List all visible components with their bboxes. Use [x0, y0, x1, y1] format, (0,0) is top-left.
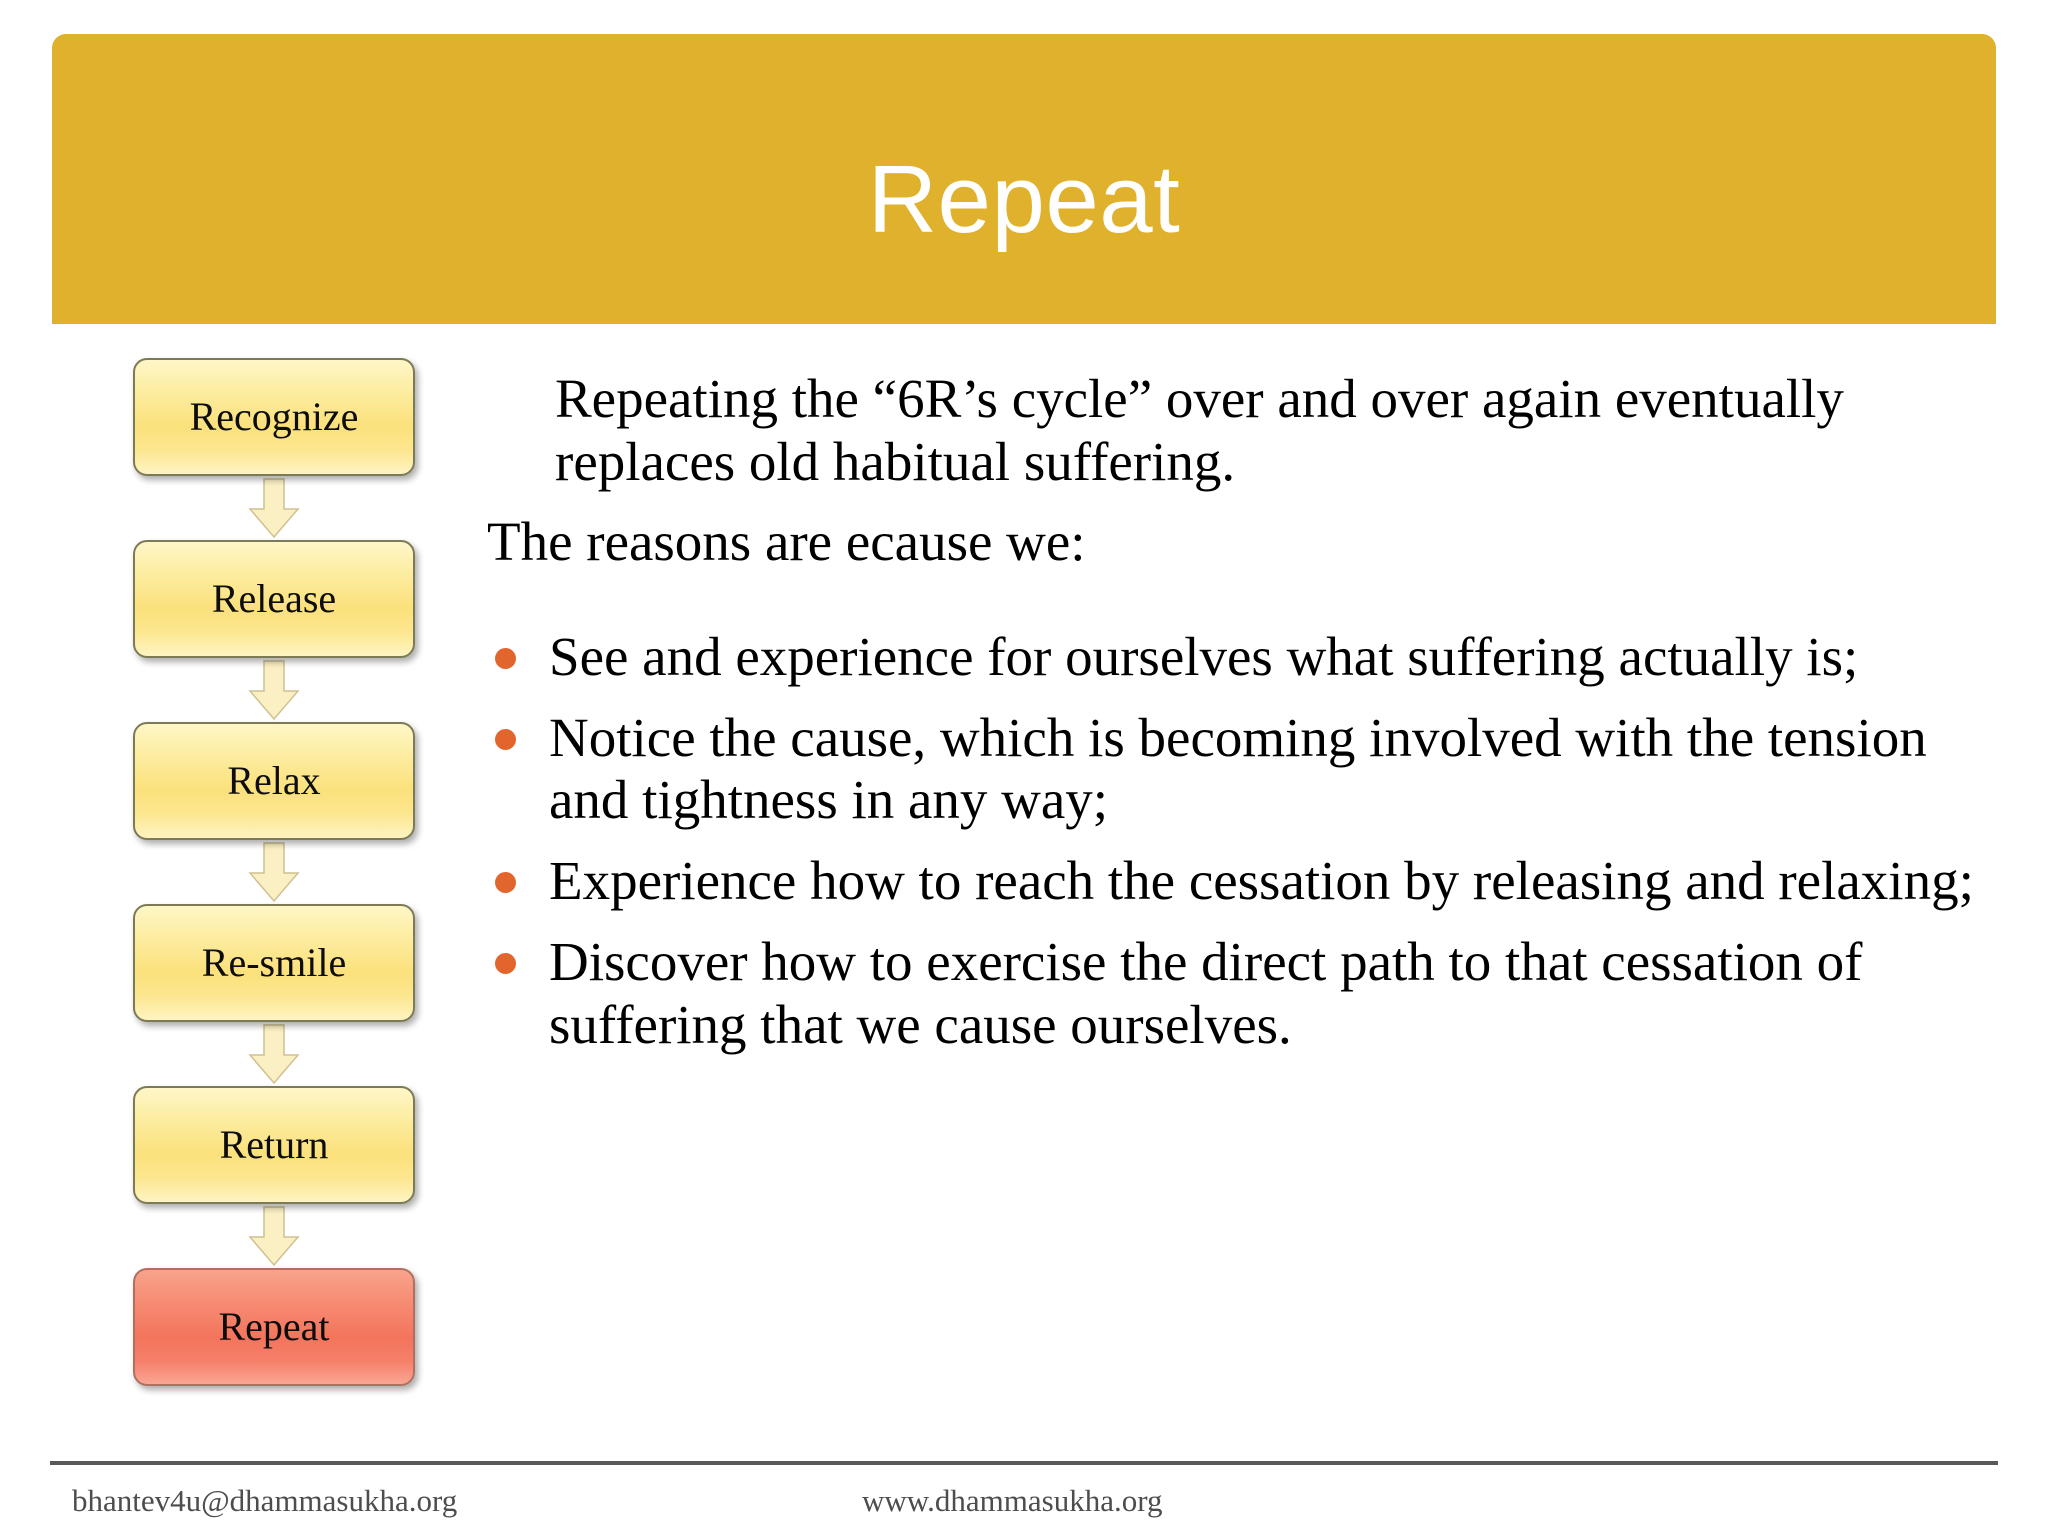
footer-website[interactable]: www.dhammasukha.org [862, 1483, 1163, 1518]
slide-title-banner: Repeat [52, 34, 1996, 324]
reasons-bullet-list: See and experience for ourselves what su… [487, 626, 1987, 1056]
footer-email[interactable]: bhantev4u@dhammasukha.org [72, 1483, 458, 1518]
flow-connector [133, 476, 415, 540]
flow-connector [133, 840, 415, 904]
slide-body: Repeating the “6R’s cycle” over and over… [487, 368, 1987, 1074]
body-paragraph-1: Repeating the “6R’s cycle” over and over… [555, 368, 1844, 492]
list-item: Experience how to reach the cessation by… [487, 850, 1987, 913]
bullet-dot-icon [495, 872, 516, 894]
list-item: See and experience for ourselves what su… [487, 626, 1987, 689]
list-item: Discover how to exercise the direct path… [487, 931, 1987, 1056]
flow-step-repeat[interactable]: Repeat [133, 1268, 415, 1386]
list-item-text: Notice the cause, which is becoming invo… [549, 706, 1927, 831]
arrow-down-icon [243, 477, 305, 539]
flow-step-label: Return [219, 1122, 329, 1167]
body-paragraph-2: The reasons are ecause we: [487, 511, 1086, 573]
flow-connector [133, 658, 415, 722]
arrow-down-icon [243, 1023, 305, 1085]
flow-step-label: Re-smile [201, 940, 347, 985]
arrow-down-icon [243, 841, 305, 903]
page-title: Repeat [867, 146, 1181, 253]
flow-connector [133, 1204, 415, 1268]
flow-step-return[interactable]: Return [133, 1086, 415, 1204]
bullet-dot-icon [495, 952, 516, 974]
arrow-down-icon [243, 1205, 305, 1267]
flow-step-release[interactable]: Release [133, 540, 415, 658]
list-item-text: See and experience for ourselves what su… [549, 626, 1859, 688]
list-item-text: Discover how to exercise the direct path… [549, 930, 1863, 1055]
flow-step-label: Recognize [189, 394, 359, 439]
list-item-text: Experience how to reach the cessation by… [549, 850, 1974, 912]
bullet-dot-icon [495, 728, 516, 750]
list-item: Notice the cause, which is becoming invo… [487, 707, 1987, 832]
flow-step-label: Relax [227, 758, 321, 803]
bullet-dot-icon [495, 648, 516, 670]
footer-divider [50, 1461, 1998, 1465]
flow-step-recognize[interactable]: Recognize [133, 358, 415, 476]
arrow-down-icon [243, 659, 305, 721]
flow-step-label: Release [211, 576, 337, 621]
flow-step-re-smile[interactable]: Re-smile [133, 904, 415, 1022]
flow-connector [133, 1022, 415, 1086]
six-r-flowchart: Recognize Release Relax Re-smile [133, 358, 415, 1386]
flow-step-label: Repeat [218, 1304, 330, 1349]
flow-step-relax[interactable]: Relax [133, 722, 415, 840]
